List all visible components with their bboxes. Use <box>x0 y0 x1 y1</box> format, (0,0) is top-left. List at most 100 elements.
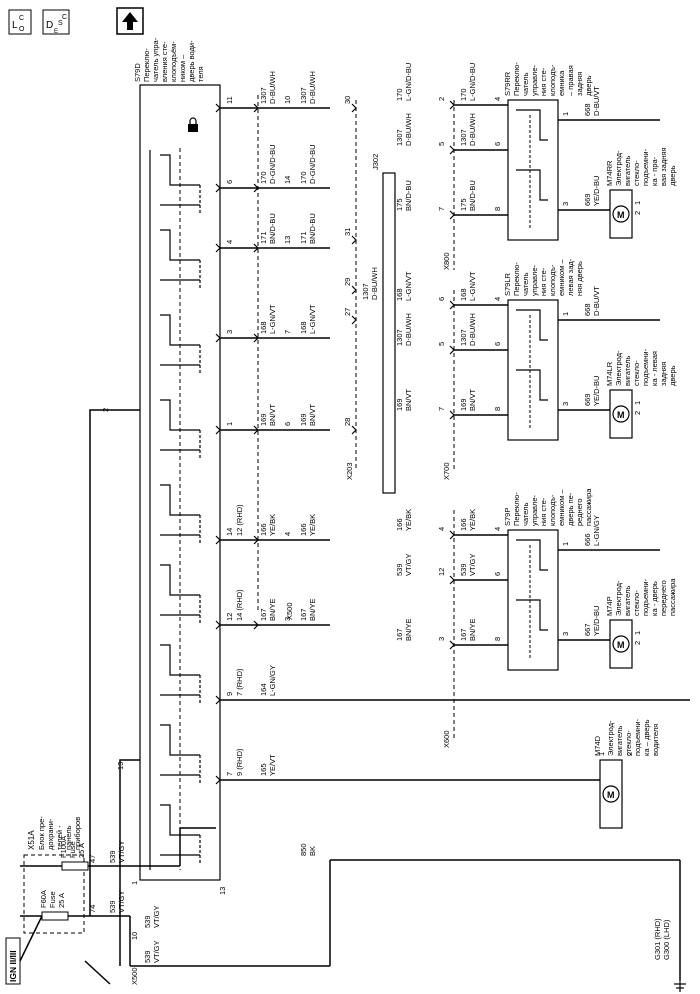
pin-1-x500: 1 <box>130 881 139 885</box>
rear_left-conn-wire-color-1: D-BU/WH <box>404 313 413 346</box>
rear_left-sw-pin-2: 8 <box>493 407 502 411</box>
rear_left-switch-id: S79LR <box>503 272 512 296</box>
passenger-motor-title-0: Электрод- <box>614 580 623 616</box>
rear_right-sw-pin-out1: 1 <box>561 112 570 116</box>
rear_right-conn-wire-num-2: 175 <box>395 198 404 211</box>
passenger-switch-title-7: реднего <box>575 498 584 526</box>
fuse-block-title-3: панель <box>64 825 73 850</box>
passenger-switch-title-4: клоподъ- <box>548 494 557 526</box>
driver-pin-num-8: 7 <box>225 772 234 776</box>
passenger-switch-title-0: Переклю- <box>512 492 521 526</box>
driver-switch-group-7 <box>160 724 201 785</box>
driver-switch-box <box>139 84 221 881</box>
x203-pin-num-4: 28 <box>343 418 352 426</box>
loc-icon: L C O <box>8 9 32 35</box>
rear_right-switch-id: S79RR <box>503 71 512 96</box>
feed-labels: 74 47 539 VT/GY 539 VT/GY 539 VT/GY 539 … <box>88 840 161 985</box>
rear_left-motor-pin-1: 1 <box>633 401 642 405</box>
driver-switch-title-4: ником – <box>178 54 187 82</box>
ground-label-g300: G300 (LHD) <box>662 919 671 960</box>
driver-wire-color-6: BN/YE <box>268 598 277 621</box>
x500-pin-5: 4 <box>283 532 292 536</box>
pin-10-x500: 10 <box>130 932 139 940</box>
passenger-switch-title-5: емником – <box>557 489 566 526</box>
rear_right-sw-pin-out3: 3 <box>561 202 570 206</box>
ign-text: IGN II/III <box>8 950 18 982</box>
rear_right-switch-title-6: – правая <box>566 65 575 96</box>
passenger-sw-pin-out1: 1 <box>561 542 570 546</box>
passenger-switch-id: S79P <box>503 508 512 526</box>
passenger-switch-title-1: чатель <box>521 502 530 526</box>
driver-pin-num-0: 11 <box>225 96 234 104</box>
fuse-f100a-id: F100A <box>59 836 68 858</box>
x203-pin-30: 30 <box>343 96 357 113</box>
passenger-sw-wire-num-2: 167 <box>459 628 468 641</box>
passenger-motor-title-4: ка - дверь <box>650 581 659 616</box>
driver-wire-num-6: 167 <box>259 608 268 621</box>
x500-wire-num-2: 171 <box>299 231 308 244</box>
up-arrow-icon[interactable] <box>116 7 144 35</box>
rear_right-sw-wire-num-0: 170 <box>459 88 468 101</box>
rear_right-sw-wire-color-2: BN/D-BU <box>468 180 477 211</box>
driver-pin-rhd-7: 7 (RHD) <box>235 668 244 696</box>
wire-850-color: BK <box>308 846 317 856</box>
fuse-block-id: X51A <box>27 830 36 850</box>
rear_right-sw-wire-num-2: 175 <box>459 198 468 211</box>
fuse-block-title: X51A Блок пре- дохрани- телей - панель п… <box>27 816 82 850</box>
j302-label: J302 <box>371 154 380 170</box>
driver-pin-num-4: 1 <box>225 422 234 426</box>
fuse-block-title-4: приборов <box>73 817 82 850</box>
wire-vtgy-a: VT/GY <box>117 890 126 913</box>
rear_left-motor-pin-2: 2 <box>633 411 642 415</box>
passenger-motor-title-3: подъемни- <box>641 578 650 616</box>
passenger-conn-pin-0: 4 <box>437 527 446 531</box>
splice-wire-num: 1307 <box>361 283 370 300</box>
wire-vtgy-d: VT/GY <box>152 905 161 928</box>
loc-icon-sub: O <box>19 26 25 33</box>
x500-wire-color-5: YE/BK <box>308 514 317 536</box>
rear_right-conn-wire-color-1: D-BU/WH <box>404 113 413 146</box>
wire-539-a: 539 <box>108 900 117 913</box>
rear_right-conn-pin-2: 7 <box>437 207 446 211</box>
rear_left-conn-pin-1: 5 <box>437 342 446 346</box>
rear_left-motor-id: M74LR <box>605 361 614 386</box>
passenger-switch-title-3: ния сте- <box>539 497 548 526</box>
passenger-sw-wire-color-1: VT/GY <box>468 553 477 576</box>
driver-motor-title-2: стекло- <box>624 730 633 756</box>
x500-wire-num-5: 166 <box>299 523 308 536</box>
driver-pin-num-3: 3 <box>225 330 234 334</box>
rear_left-sw-wire-num-0: 168 <box>459 288 468 301</box>
wire-850-num: 850 <box>299 843 308 856</box>
desc-icon: D E S C <box>42 9 70 35</box>
rear_right-motor-wire-num-1: 669 <box>583 193 592 206</box>
rear_right-conn-wire-color-0: L-GN/D-BU <box>404 63 413 101</box>
rear_left-conn-wire-color-0: L-GN/VT <box>404 271 413 301</box>
passenger-conn-wire-color-0: YE/BK <box>404 509 413 531</box>
rear_left-conn-wire-num-0: 168 <box>395 288 404 301</box>
desc-icon-c: C <box>62 14 67 21</box>
rear_right-motor-wire-color-1: YE/D-BU <box>592 176 601 206</box>
driver-switch-contacts <box>160 154 201 865</box>
rear_left-switch-title-1: чатель <box>521 272 530 296</box>
passenger-switch-title-8: пассажира <box>584 488 593 526</box>
rear_right-switch-title-3: ния сте- <box>539 67 548 96</box>
rear_right-motor-title-2: стекло- <box>632 160 641 186</box>
x500-wire-color-4: BN/VT <box>308 403 317 426</box>
x800-label: X800 <box>442 252 451 270</box>
rear_right-switch-title-0: Переклю- <box>512 62 521 96</box>
driver-motor-title-1: вигатель <box>615 726 624 756</box>
driver-switch-title-5: дверь води- <box>187 40 196 82</box>
driver-switch-title-1: чатель упра- <box>151 37 160 82</box>
x500-pin-0: 10 <box>283 96 292 104</box>
driver-switch-title-3: клоподъём- <box>169 41 178 82</box>
passenger-conn-wire-color-1: VT/GY <box>404 553 413 576</box>
rear_right-switch-title-5: емника <box>557 70 566 96</box>
passenger-sw-pin-0: 4 <box>493 527 502 531</box>
rear_left-switch-title-7: няя дверь <box>575 261 584 296</box>
rear_left-conn-wire-color-2: BN/VT <box>404 388 413 411</box>
